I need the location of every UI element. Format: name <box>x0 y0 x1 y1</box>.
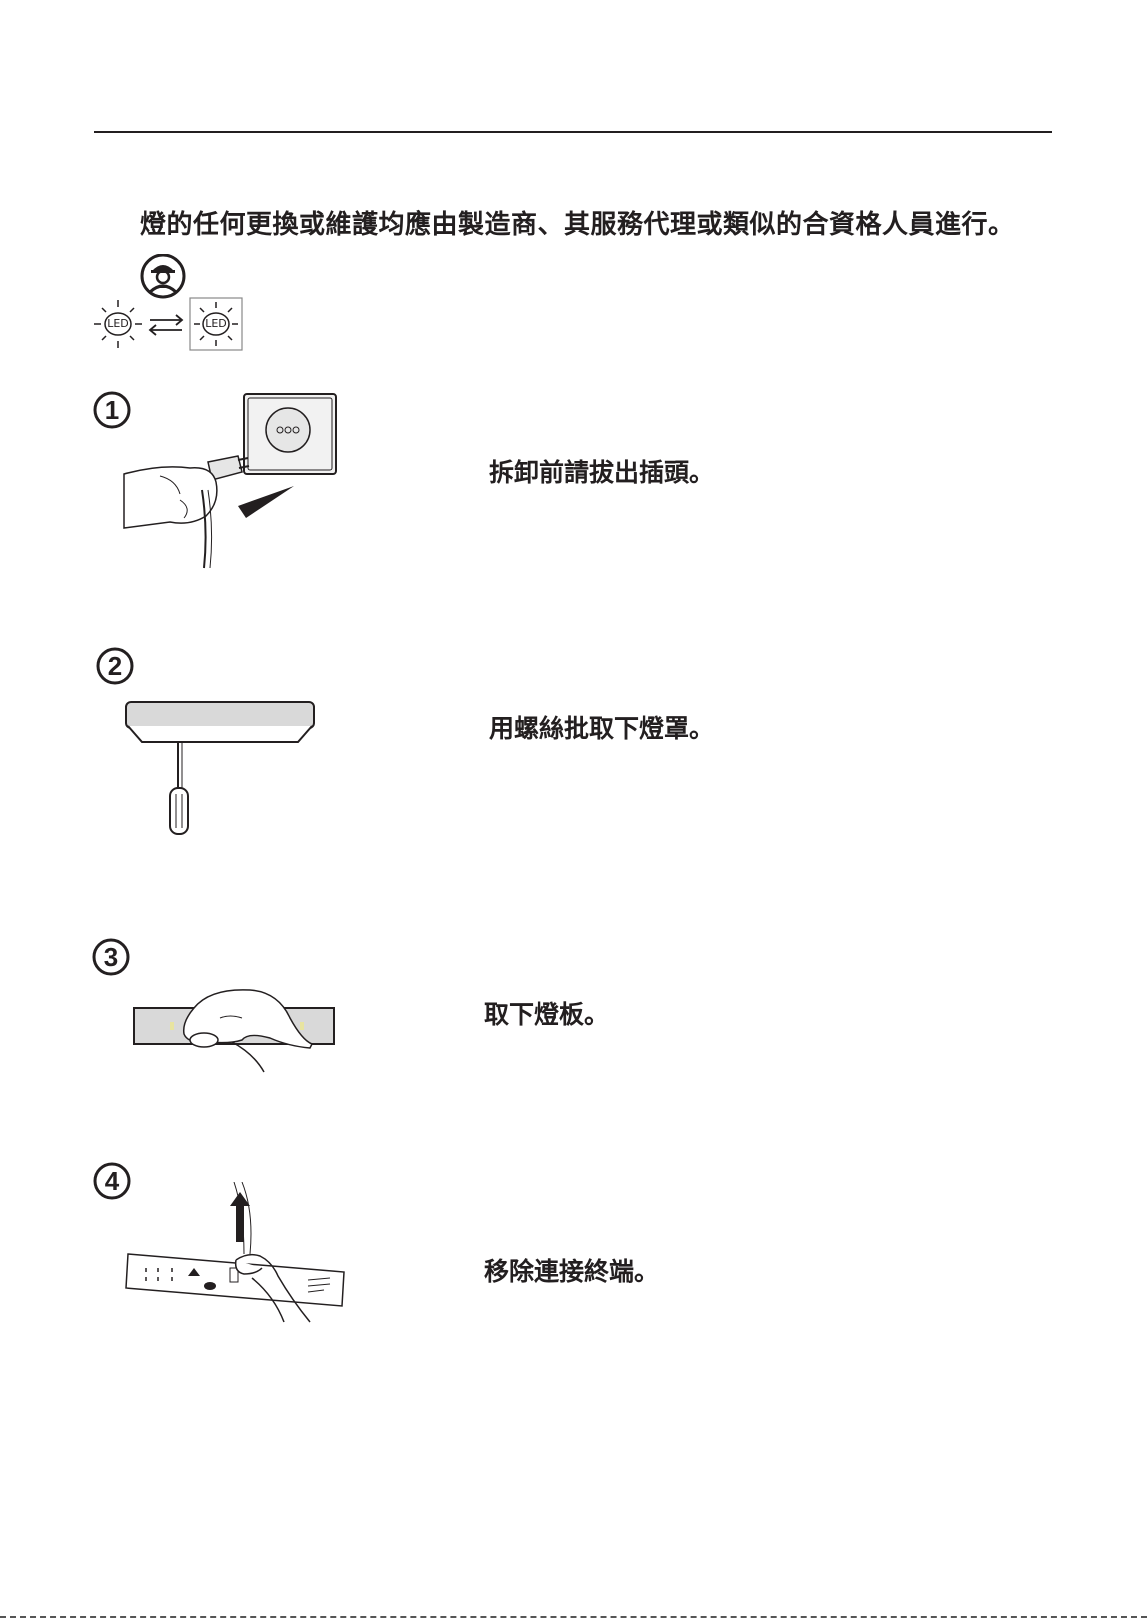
step-number: 4 <box>105 1166 120 1196</box>
step-text: 拆卸前請拔出插頭。 <box>489 453 714 489</box>
step-number: 1 <box>105 395 119 425</box>
step-number-badge: 3 <box>91 937 131 977</box>
step-text: 用螺絲批取下燈罩。 <box>489 709 714 745</box>
screwdriver-illustration <box>124 700 318 840</box>
technician-icon <box>140 254 190 300</box>
led-board-illustration <box>130 988 340 1074</box>
led-label-right: LED <box>204 317 228 330</box>
intro-text: 燈的任何更換或維護均應由製造商、其服務代理或類似的合資格人員進行。 <box>140 204 1015 241</box>
bottom-border <box>0 1616 1147 1618</box>
step-number: 3 <box>104 942 118 972</box>
unplug-illustration <box>120 390 350 572</box>
led-label-left: LED <box>106 317 130 330</box>
step-text: 移除連接終端。 <box>484 1252 659 1288</box>
step-text: 取下燈板。 <box>484 995 609 1031</box>
step-number-badge: 2 <box>95 646 135 686</box>
header-rule <box>94 131 1052 133</box>
step-number: 2 <box>108 651 122 681</box>
terminal-removal-illustration <box>124 1182 354 1328</box>
